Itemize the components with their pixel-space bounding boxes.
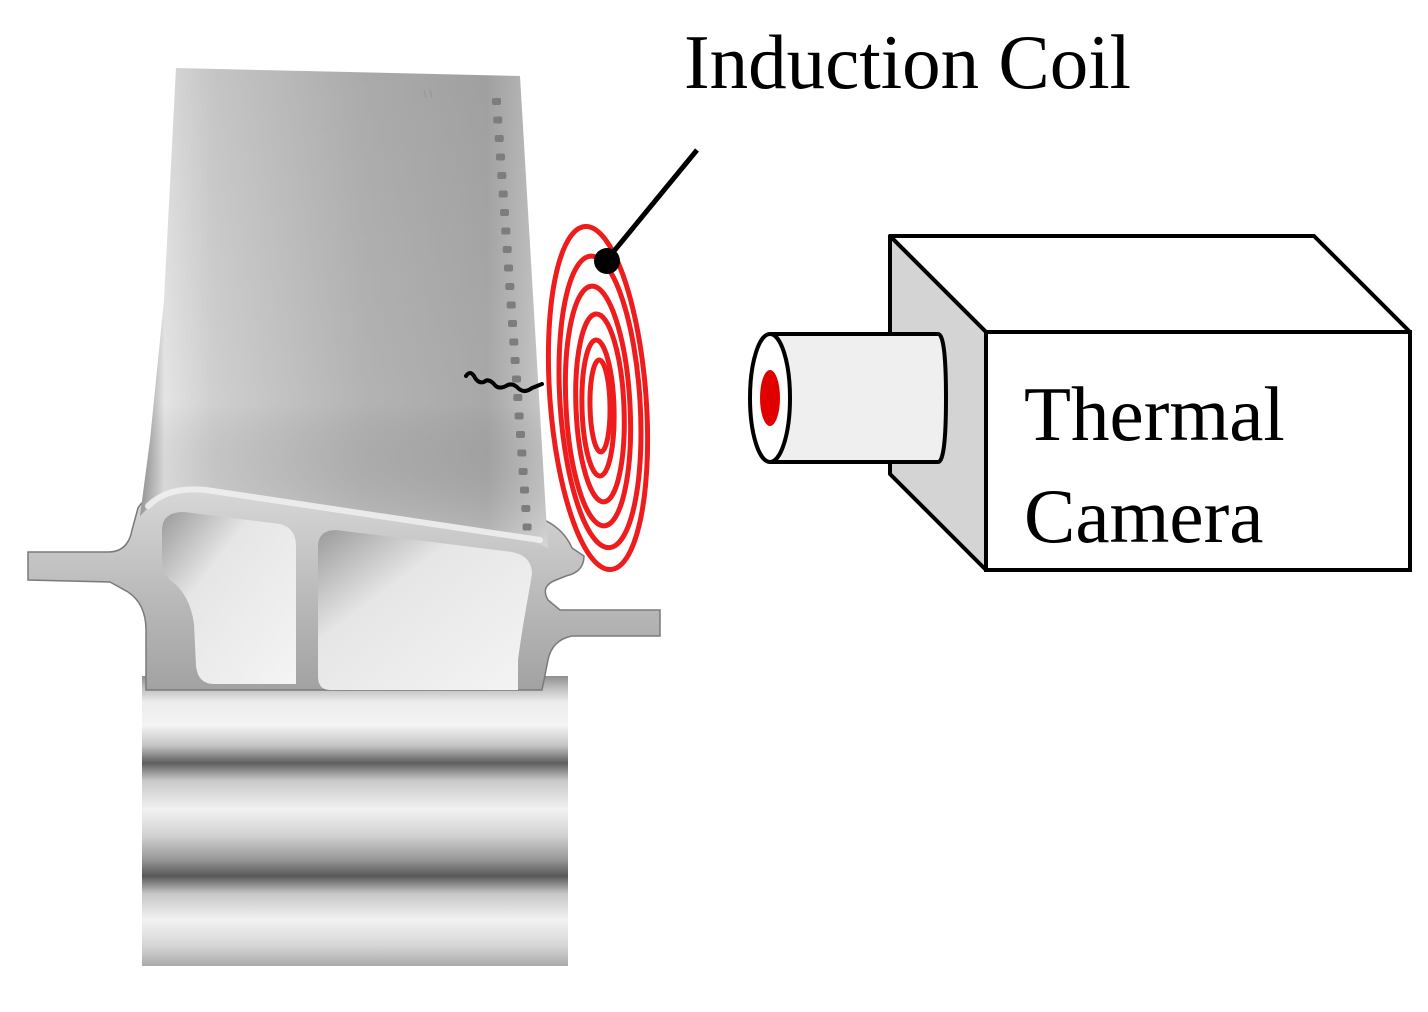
- coil-pointer-dot: [594, 248, 620, 274]
- cooling-hole: [493, 116, 503, 124]
- coil-loop: [579, 337, 617, 479]
- cooling-hole: [500, 209, 509, 216]
- cooling-hole: [513, 394, 523, 401]
- cooling-hole: [504, 264, 513, 272]
- cooling-hole: [505, 283, 515, 290]
- cooling-hole: [521, 505, 531, 512]
- cooling-hole: [502, 246, 512, 253]
- cooling-hole: [506, 301, 516, 309]
- cooling-hole: [520, 486, 529, 494]
- cooling-hole: [517, 449, 527, 457]
- blade-pocket-left: [162, 512, 296, 684]
- turbine-blade: [27, 68, 661, 966]
- cooling-hole: [508, 320, 517, 327]
- cooling-hole: [492, 98, 501, 105]
- induction-coil-icon: [545, 223, 651, 573]
- coil-loop: [587, 357, 613, 455]
- induction-coil-label: Induction Coil: [684, 19, 1131, 105]
- cooling-hole: [496, 153, 505, 161]
- coil-loop: [573, 311, 627, 505]
- cooling-hole: [501, 227, 511, 235]
- crack-icon: [464, 371, 544, 393]
- cooling-hole: [516, 431, 525, 438]
- blade-root: [142, 676, 568, 966]
- blade-pocket-right: [318, 530, 532, 690]
- cooling-hole: [497, 172, 507, 179]
- coil-pointer-line: [603, 148, 699, 264]
- coil-loop: [556, 253, 644, 551]
- camera-lens-barrel: [770, 332, 949, 464]
- coil-loop: [545, 223, 651, 573]
- cooling-hole: [518, 468, 528, 475]
- cooling-hole: [512, 375, 521, 383]
- cooling-hole: [510, 357, 520, 364]
- thermal-camera: Thermal Camera: [748, 234, 1412, 572]
- thermal-camera-label-line1: Thermal: [1024, 371, 1285, 457]
- cooling-hole: [498, 190, 508, 198]
- coil-loop: [562, 283, 634, 529]
- cooling-holes: [492, 98, 532, 531]
- camera-front-face: [984, 330, 1412, 572]
- camera-sensor-spot: [760, 370, 780, 426]
- cooling-hole: [522, 523, 532, 531]
- cooling-hole: [514, 412, 524, 420]
- cooling-hole: [509, 338, 519, 346]
- thermal-camera-label-line2: Camera: [1024, 473, 1263, 559]
- cooling-hole: [494, 135, 504, 142]
